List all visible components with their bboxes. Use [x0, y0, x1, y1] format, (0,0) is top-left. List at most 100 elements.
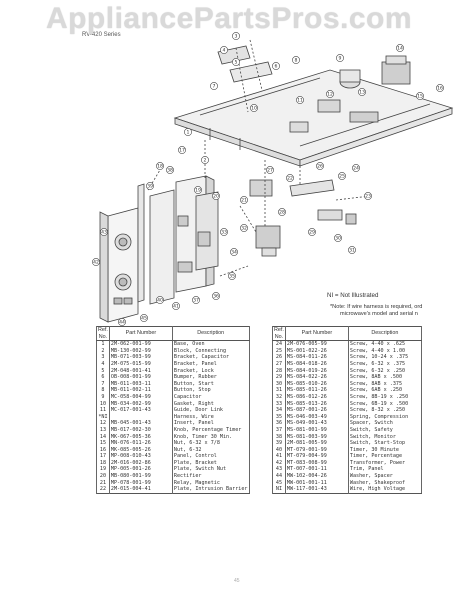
callout-label: 31 — [349, 248, 355, 254]
part-number-cell: MC-058-004-99 — [108, 393, 173, 401]
callout-label: 44 — [119, 320, 125, 326]
callout-circle — [212, 192, 220, 200]
description-cell: Capacitor — [171, 393, 249, 401]
ref-cell: 17 — [96, 453, 110, 460]
ref-cell: 6 — [96, 374, 110, 381]
callout-circle — [364, 192, 372, 200]
callout-label: 12 — [327, 92, 333, 98]
callout-circle — [272, 62, 280, 70]
description-cell: Base, Oven — [171, 340, 249, 348]
part-number-cell: MS-046-003-49 — [284, 413, 349, 421]
callout-label: 3 — [235, 34, 238, 40]
callout-circle — [278, 208, 286, 216]
part-number-cell: MT-079-001-99 — [284, 446, 349, 454]
callout-label: 4 — [223, 48, 226, 54]
description-cell: Bracket, Capacitor — [171, 354, 249, 361]
description-cell: Guide, Door Link — [171, 407, 249, 414]
callout-circle — [358, 88, 366, 96]
part-number-cell: MB-045-001-43 — [108, 420, 173, 427]
part-number-cell: 2M-081-005-99 — [284, 440, 349, 447]
part-number-cell: OB-008-001-99 — [108, 374, 173, 381]
callout-circle — [250, 104, 258, 112]
description-cell: Panel, Control — [171, 453, 249, 460]
callout-label: 10 — [251, 106, 257, 112]
part-number-cell: MT-083-008-99 — [284, 459, 349, 467]
callout-circle — [336, 54, 344, 62]
description-cell: Bracket, Lock — [171, 367, 249, 375]
part-number-cell: MB-011-003-11 — [108, 380, 173, 388]
ref-cell: 39 — [272, 440, 286, 447]
callout-label: 25 — [339, 174, 345, 180]
description-cell: Button, Start — [171, 380, 249, 388]
callout-circle — [338, 172, 346, 180]
switch-assembly — [249, 179, 273, 197]
part-number-cell: MB-034-002-99 — [108, 400, 173, 408]
callout-circle — [316, 162, 324, 170]
description-cell: Insert, Panel — [171, 420, 249, 427]
ref-cell: 43 — [272, 466, 286, 474]
description-cell: Switch, Monitor — [347, 433, 422, 441]
part-number-cell: MS-081-003-99 — [284, 433, 349, 441]
part-number-cell: MS-084-011-26 — [284, 354, 349, 361]
description-cell: Nut, 6-32 — [171, 446, 249, 454]
part-number-cell: MS-085-010-26 — [284, 380, 349, 388]
description-cell: Screw, 8-32 x .250 — [347, 407, 422, 414]
callout-label: 38 — [167, 168, 173, 174]
callout-circle — [240, 224, 248, 232]
description-cell: Screw, 4-40 x 1.00 — [347, 347, 422, 355]
part-number-cell: MB-071-003-99 — [108, 354, 173, 361]
callout-circle — [292, 56, 300, 64]
callout-circle — [220, 46, 228, 54]
callout-circle — [220, 228, 228, 236]
part-number-cell — [108, 413, 173, 421]
description-cell: Rectifier — [171, 473, 249, 480]
part-number-cell: MS-049-001-43 — [284, 420, 349, 427]
part-number-cell: 2M-048-001-41 — [108, 367, 173, 375]
ref-cell: 44 — [272, 473, 286, 480]
ref-cell: 21 — [96, 479, 110, 487]
description-cell: Screw, 8AB x .375 — [347, 380, 422, 388]
callout-label: 39 — [147, 184, 153, 190]
callout-circle — [172, 302, 180, 310]
part-number-cell: MB-130-002-99 — [108, 347, 173, 355]
not-illustrated-note: NI = Not Illustrated — [327, 292, 379, 299]
description-cell: Knob, Percentage Timer — [171, 426, 249, 434]
callout-label: 28 — [279, 210, 285, 216]
ref-cell: 4 — [96, 360, 110, 368]
control-panel — [149, 189, 175, 305]
callout-circle — [396, 44, 404, 52]
callout-circle — [212, 292, 220, 300]
callout-label: 29 — [309, 230, 315, 236]
callout-circle — [178, 146, 186, 154]
part-number-cell: MW-001-001-11 — [284, 479, 349, 487]
callout-circle — [240, 196, 248, 204]
part-number-cell: MS-087-001-26 — [284, 407, 349, 414]
callout-label: 41 — [173, 304, 179, 310]
description-cell: Relay, Magnetic — [171, 479, 249, 487]
part-number-cell: 2M-075-015-99 — [108, 360, 173, 368]
callout-label: 35 — [229, 274, 235, 280]
